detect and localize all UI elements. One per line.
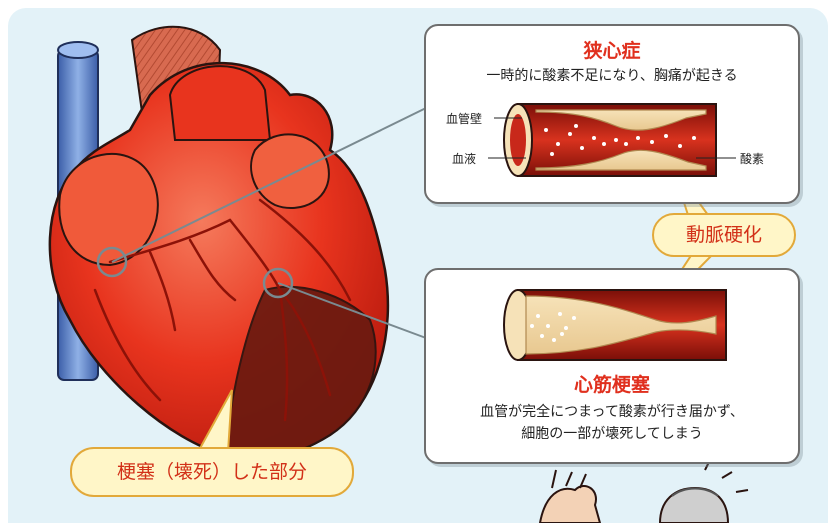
vessel-wall-label: 血管壁 bbox=[446, 110, 482, 127]
infarction-panel: 心筋梗塞 血管が完全につまって酸素が行き届かず、 細胞の一部が壊死してしまう bbox=[424, 268, 800, 464]
blood-label: 血液 bbox=[452, 150, 476, 167]
heart-body bbox=[50, 63, 388, 460]
blocked-vessel-illustration bbox=[426, 270, 798, 380]
infarction-title: 心筋梗塞 bbox=[426, 370, 798, 397]
infarction-description-line2: 細胞の一部が壊死してしまう bbox=[426, 424, 798, 444]
worried-person-figure bbox=[540, 458, 748, 523]
infarction-description-line1: 血管が完全につまって酸素が行き届かず、 bbox=[426, 402, 798, 422]
oxygen-label: 酸素 bbox=[740, 150, 764, 167]
angina-panel: 狭心症 一時的に酸素不足になり、胸痛が起きる 血管壁 血 bbox=[424, 24, 800, 204]
arteriosclerosis-callout: 動脈硬化 bbox=[652, 213, 796, 257]
necrosis-callout: 梗塞（壊死）した部分 bbox=[70, 447, 354, 497]
